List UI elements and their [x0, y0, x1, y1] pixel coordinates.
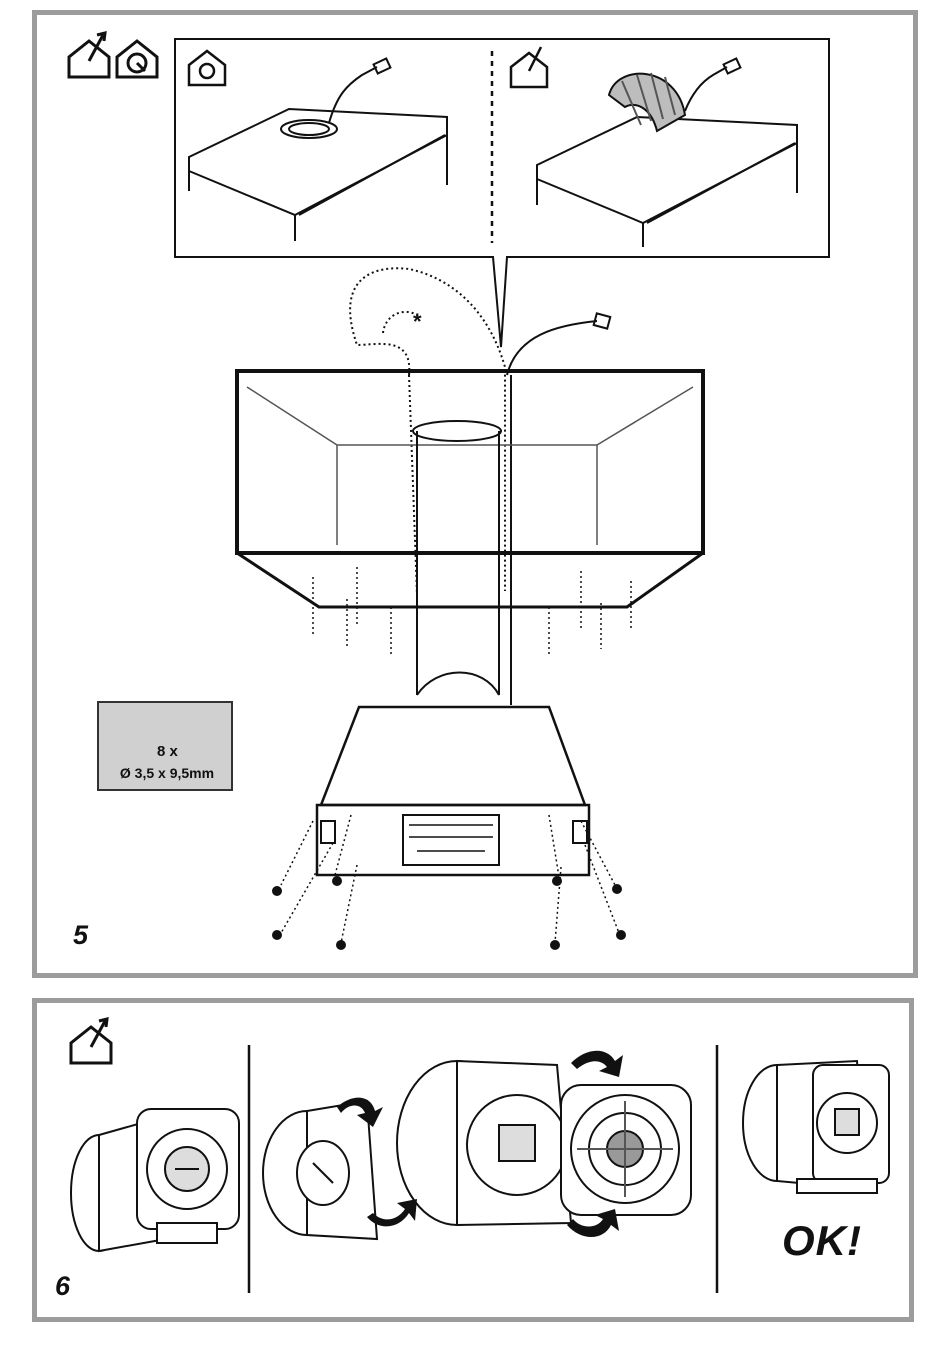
ok-label: OK!: [782, 1217, 862, 1265]
house-outlet-icon: [69, 33, 109, 77]
step-6-panel: OK! 6: [32, 998, 914, 1322]
step-number: 5: [73, 920, 88, 951]
screw-size: Ø 3,5 x 9,5mm: [105, 765, 229, 781]
step-6-illustration: [37, 1003, 909, 1317]
hood-canopy: [237, 371, 703, 695]
motor-assembled-right: [743, 1061, 889, 1193]
asterisk-note: *: [413, 309, 422, 335]
screw-quantity: 8 x: [157, 743, 178, 760]
flexible-duct-routing: [350, 268, 505, 595]
house-recirculation-icon: [117, 41, 157, 77]
step-number: 6: [55, 1271, 70, 1302]
motor-exploded-view: [263, 1061, 691, 1239]
motor-unit: [317, 707, 589, 875]
canopy-screw-guides: [313, 567, 631, 655]
step-5-panel: 8 x Ø 3,5 x 9,5mm * 5: [32, 10, 918, 978]
motor-screw-guides: [281, 815, 619, 943]
ducting-options-inset: [175, 39, 829, 347]
motor-assembled-left: [71, 1109, 239, 1251]
house-outlet-icon: [71, 1019, 111, 1063]
screw-spec-box: 8 x Ø 3,5 x 9,5mm: [97, 701, 233, 791]
screw-icons: [272, 876, 626, 950]
step-5-illustration: [37, 15, 913, 973]
